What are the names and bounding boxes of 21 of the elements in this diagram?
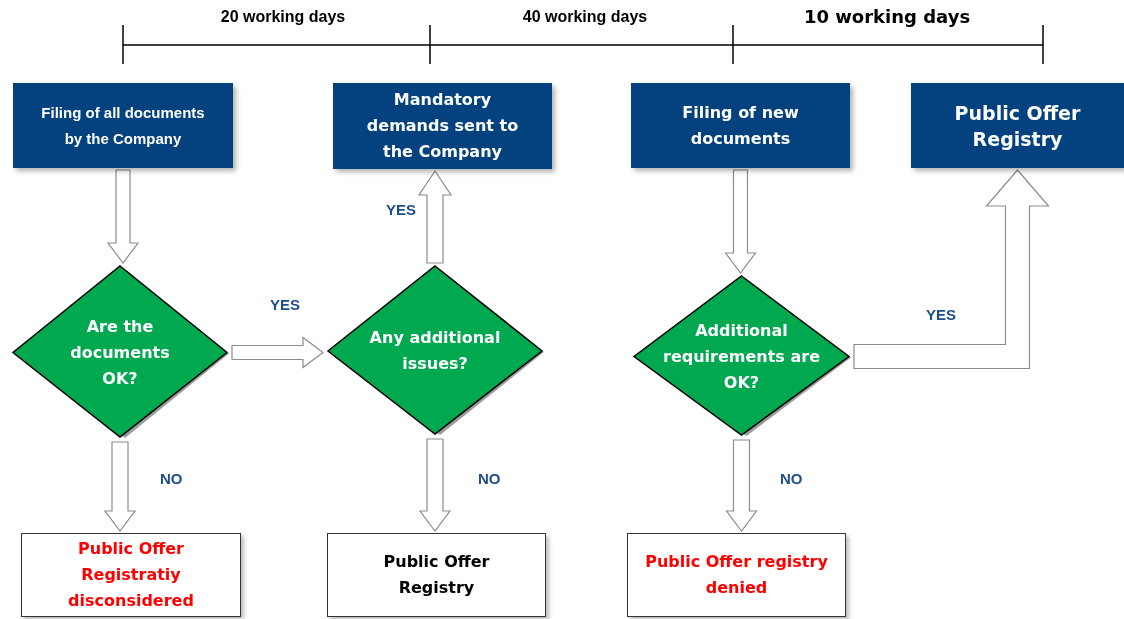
duration-label: 20 working days [220,8,346,26]
outcome-box: Public Offer registry denied [627,533,846,617]
duration-label: 10 working days [803,6,971,27]
block-arrow [724,169,757,274]
process-box: Mandatory demands sent to the Company [333,83,552,169]
process-box: Filing of new documents [631,83,850,168]
block-arrow [103,441,137,532]
block-arrow [853,169,1050,370]
decision-text: Any additional issues? [368,327,502,375]
process-box: Public Offer Registry [911,83,1124,168]
block-arrow [231,336,324,369]
decision-text: Are the documents OK? [69,315,171,390]
block-arrow [418,438,452,532]
decision-text: Additional requirements are OK? [662,319,821,394]
block-arrow [417,169,453,264]
process-box: Filing of all documents by the Company [13,83,233,168]
block-arrow [106,169,140,264]
block-arrow [725,439,758,532]
outcome-box: Public Offer Registratiy disconsidered [21,533,241,617]
duration-label: 40 working days [522,8,648,26]
outcome-box: Public Offer Registry [327,533,546,617]
